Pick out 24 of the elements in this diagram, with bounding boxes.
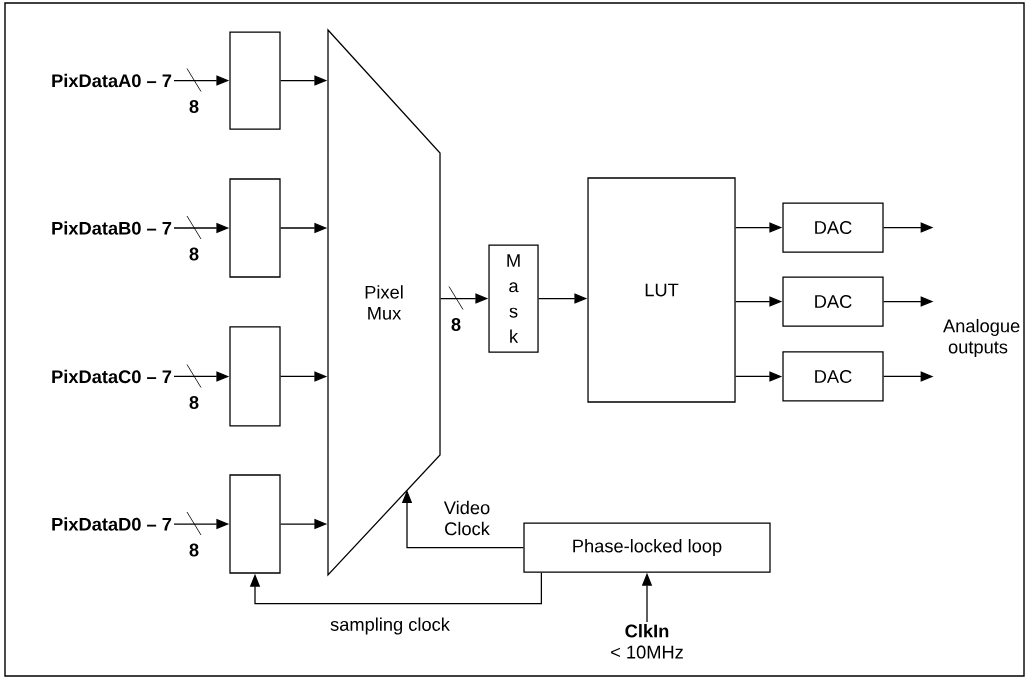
arrow (249, 572, 542, 605)
block-box: Phase-locked loop (523, 522, 771, 573)
block-box: DAC (782, 276, 884, 327)
block-box (229, 31, 281, 130)
output-label: Analogue outputs (943, 318, 1020, 358)
block-box: DAC (782, 351, 884, 402)
edge-label: Video Clock (443, 500, 490, 536)
edge-label: 8 (189, 100, 199, 113)
signal-label: PixDataD0 – 7 (52, 517, 172, 531)
signal-label: PixDataB0 – 7 (52, 221, 172, 235)
block-box (229, 178, 281, 278)
edge-label: 8 (189, 396, 199, 409)
edge-label: 8 (451, 318, 461, 331)
block-box: Mask (488, 244, 539, 353)
signal-label: ClkIn < 10MHz (611, 624, 683, 659)
block-box: LUT (587, 177, 736, 403)
edge-label: 8 (189, 247, 199, 261)
edge-label: 8 (189, 543, 199, 557)
edge-label: sampling clock (330, 617, 450, 635)
block-box (229, 326, 281, 427)
signal-label: PixDataC0 – 7 (52, 369, 172, 384)
signal-label: PixDataA0 – 7 (52, 73, 172, 88)
block-box (229, 474, 281, 574)
block-box: DAC (782, 202, 884, 253)
